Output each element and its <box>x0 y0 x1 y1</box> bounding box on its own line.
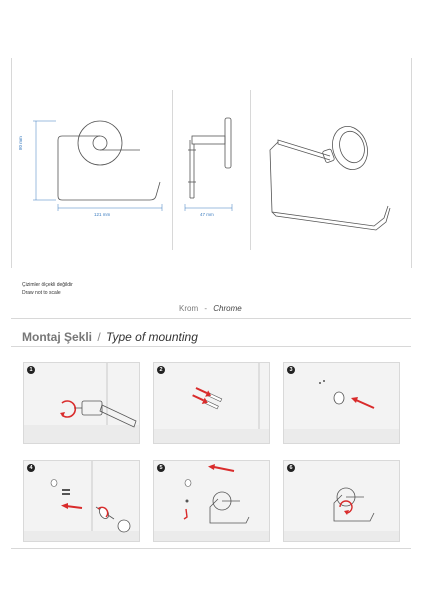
perspective-view <box>269 126 391 231</box>
step-2-illustration <box>154 363 269 443</box>
frame-divider-1 <box>172 90 173 250</box>
mounting-title-en: Type of mounting <box>106 330 198 344</box>
frame-line-right <box>411 58 412 268</box>
scale-note-en: Draw not to scale <box>22 290 61 296</box>
finish-label: Krom - Chrome <box>179 304 242 313</box>
finish-label-tr: Krom <box>179 304 199 313</box>
mounting-title-separator: / <box>97 330 101 344</box>
step-4-illustration <box>24 461 139 541</box>
step-6-illustration <box>284 487 399 541</box>
step-panel-5: 5 <box>153 460 270 542</box>
front-view <box>57 120 161 201</box>
step-number-1: 1 <box>27 366 35 374</box>
section-divider <box>11 318 411 319</box>
step-panel-3: 3 <box>283 362 400 444</box>
step-panel-4: 4 <box>23 460 140 542</box>
step-number-4: 4 <box>27 464 35 472</box>
step-3-illustration <box>284 380 399 443</box>
dimension-width-label: 121 mm <box>94 212 111 217</box>
mounting-title-tr: Montaj Şekli <box>22 330 93 344</box>
frame-divider-2 <box>250 90 251 250</box>
technical-drawing <box>33 117 391 231</box>
step-panel-2: 2 <box>153 362 270 444</box>
mounting-title: Montaj Şekli / Type of mounting <box>22 330 198 344</box>
step-panel-1: 1 <box>23 362 140 444</box>
step-number-2: 2 <box>157 366 165 374</box>
dimension-depth-label: 47 mm <box>200 212 214 217</box>
heading-rule <box>11 346 411 347</box>
step-number-6: 6 <box>287 464 295 472</box>
side-view <box>188 117 232 199</box>
finish-label-en: Chrome <box>213 304 242 313</box>
step-5-illustration <box>154 464 269 541</box>
dimension-height-label: 80 mm <box>18 136 23 150</box>
step-number-3: 3 <box>287 366 295 374</box>
step-1-illustration <box>24 363 139 443</box>
frame-line-left <box>11 58 12 268</box>
step-number-5: 5 <box>157 464 165 472</box>
scale-note-tr: Çizimler ölçekli değildir <box>22 282 73 288</box>
steps-bottom-rule <box>11 548 411 549</box>
step-panel-6: 6 <box>283 460 400 542</box>
finish-separator: - <box>204 304 208 313</box>
